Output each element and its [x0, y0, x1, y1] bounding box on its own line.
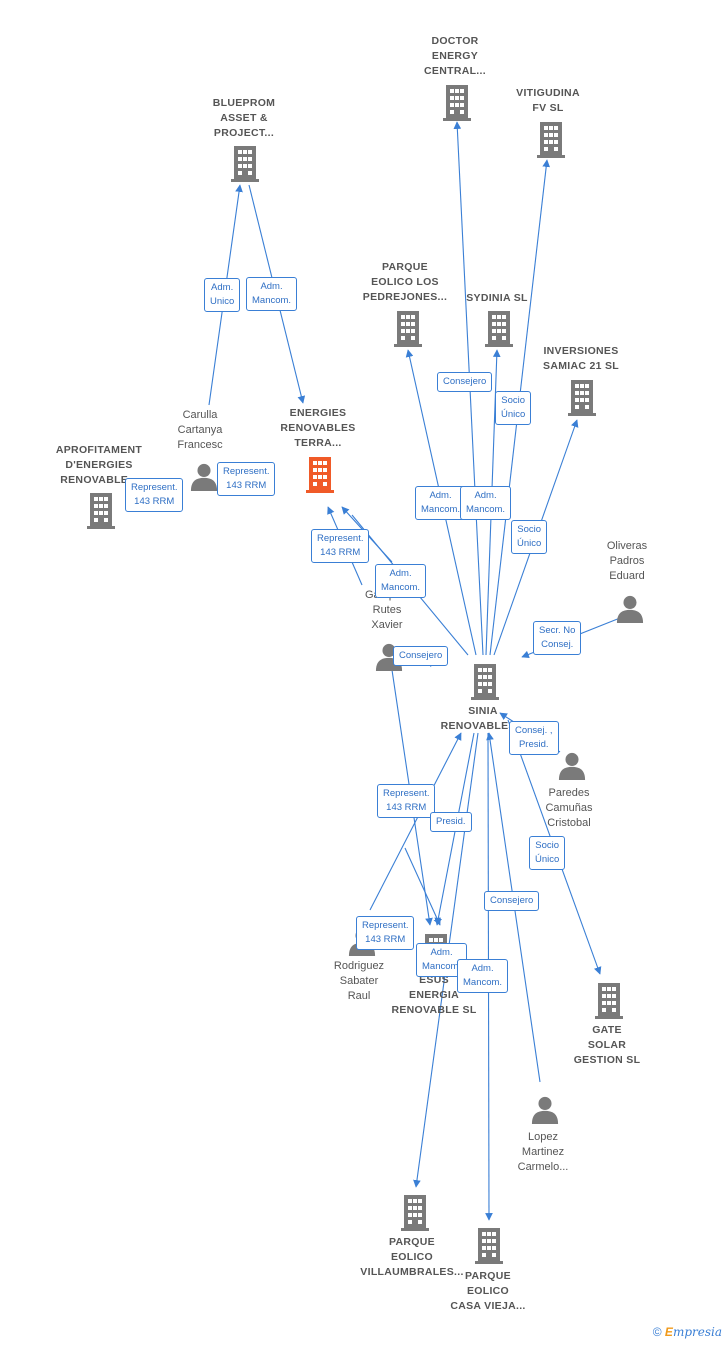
relation-label[interactable]: Represent. 143 RRM [311, 529, 370, 563]
person-icon[interactable] [616, 595, 644, 623]
node-label-sinia[interactable]: SINIA RENOVABLES... [440, 705, 526, 732]
building-icon[interactable] [231, 146, 259, 182]
relation-label[interactable]: Consejero [437, 372, 493, 392]
building-icon[interactable] [306, 457, 334, 493]
building-icon[interactable] [87, 493, 115, 529]
node-label-sydinia[interactable]: SYDINIA SL [466, 292, 528, 304]
building-icon[interactable] [443, 85, 471, 121]
relation-label[interactable]: Secr. No Consej. [533, 621, 582, 655]
node-label-rodriguez[interactable]: Rodriguez Sabater Raul [333, 960, 385, 1002]
relation-label[interactable]: Consej. , Presid. [509, 721, 559, 755]
node-label-villaumbrales[interactable]: PARQUE EOLICO VILLAUMBRALES... [360, 1236, 464, 1278]
node-label-pedrejones[interactable]: PARQUE EOLICO LOS PEDREJONES... [362, 261, 448, 303]
building-icon[interactable] [537, 122, 565, 158]
node-label-lopez[interactable]: Lopez Martinez Carmelo... [517, 1131, 569, 1173]
relation-label[interactable]: Socio Único [495, 391, 532, 425]
empresia-logo[interactable]: © Empresia [653, 1325, 722, 1339]
building-icon[interactable] [485, 311, 513, 347]
building-icon[interactable] [568, 380, 596, 416]
node-label-blueprom[interactable]: BLUEPROM ASSET & PROJECT... [212, 97, 276, 139]
relation-label[interactable]: Adm. Unico [204, 278, 241, 312]
brand-name: mpresia [672, 1325, 722, 1339]
building-icon[interactable] [401, 1195, 429, 1231]
building-icon[interactable] [475, 1228, 503, 1264]
node-label-oliveras[interactable]: Oliveras Padros Eduard [606, 540, 648, 582]
relation-label[interactable]: Adm. Mancom. [375, 564, 427, 598]
person-icon[interactable] [531, 1096, 559, 1124]
brand-initial: E [664, 1325, 673, 1339]
building-icon[interactable] [471, 664, 499, 700]
relation-label[interactable]: Represent. 143 RRM [125, 478, 184, 512]
relation-label[interactable]: Represent. 143 RRM [356, 916, 415, 950]
relation-label[interactable]: Adm. Mancom. [460, 486, 512, 520]
node-label-vitigudina[interactable]: VITIGUDINA FV SL [516, 87, 580, 114]
node-label-samiac[interactable]: INVERSIONES SAMIAC 21 SL [543, 345, 619, 372]
node-label-casavieja[interactable]: PARQUE EOLICO CASA VIEJA... [450, 1270, 526, 1312]
node-label-gate[interactable]: GATE SOLAR GESTION SL [573, 1024, 641, 1066]
person-icon[interactable] [190, 463, 218, 491]
relation-label[interactable]: Consejero [484, 891, 540, 911]
person-icon[interactable] [558, 752, 586, 780]
relation-label[interactable]: Socio Único [529, 836, 566, 870]
relation-label[interactable]: Adm. Mancom. [415, 486, 467, 520]
relation-label[interactable]: Adm. Mancom. [246, 277, 298, 311]
node-label-carulla[interactable]: Carulla Cartanya Francesc [177, 409, 223, 451]
node-label-doctor-energy[interactable]: DOCTOR ENERGY CENTRAL... [424, 35, 486, 77]
building-icon[interactable] [394, 311, 422, 347]
relation-label[interactable]: Consejero [393, 646, 449, 666]
node-label-esus[interactable]: ESUS ENERGIA RENOVABLE SL [391, 974, 477, 1016]
node-label-paredes[interactable]: Paredes Camuñas Cristobal [545, 787, 593, 829]
node-label-aprofitament[interactable]: APROFITAMENT D'ENERGIES RENOVABLE... [55, 444, 143, 486]
building-icon[interactable] [595, 983, 623, 1019]
node-label-energies-focus[interactable]: ENERGIES RENOVABLES TERRA... [280, 407, 356, 449]
relation-label[interactable]: Adm. Mancom. [457, 959, 509, 993]
relation-label[interactable]: Represent. 143 RRM [217, 462, 276, 496]
edge-rodriguez-sinia [369, 732, 462, 911]
relation-label[interactable]: Socio Único [511, 520, 548, 554]
copyright-symbol: © [652, 1325, 662, 1339]
edge-rodriguez-esus [404, 847, 441, 926]
relation-label[interactable]: Presid. [430, 812, 472, 832]
relation-label[interactable]: Represent. 143 RRM [377, 784, 436, 818]
